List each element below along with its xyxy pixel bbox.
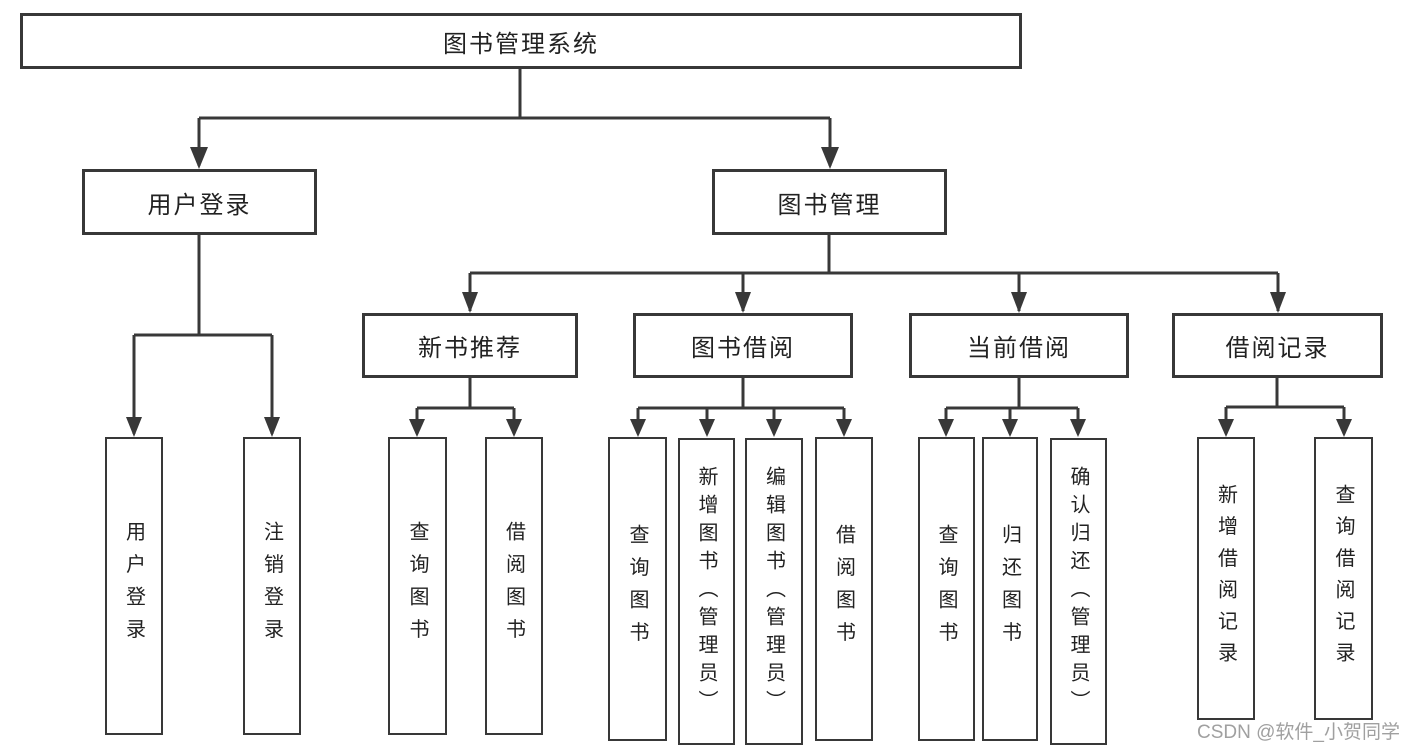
leaf-borrow-books: 借阅图书 xyxy=(815,437,873,741)
leaf-user-login: 用户登录 xyxy=(105,437,163,735)
leaf-return-book: 归还图书 xyxy=(982,437,1038,741)
leaf-query-books-newrec: 查询图书 xyxy=(388,437,447,735)
leaf-query-borrow-record-label: 查询借阅记录 xyxy=(1332,483,1354,674)
node-root-label: 图书管理系统 xyxy=(443,30,599,58)
leaf-confirm-return-admin: 确认归还（管理员） xyxy=(1050,438,1107,745)
leaf-query-books-newrec-label: 查询图书 xyxy=(406,521,428,651)
leaf-query-books-borrow: 查询图书 xyxy=(608,437,667,741)
leaf-query-books-current-label: 查询图书 xyxy=(935,524,957,654)
node-user-login: 用户登录 xyxy=(82,169,317,235)
node-user-login-label: 用户登录 xyxy=(147,191,252,219)
leaf-borrow-books-label: 借阅图书 xyxy=(832,524,855,654)
leaf-edit-book-admin: 编辑图书（管理员） xyxy=(745,438,803,745)
leaf-edit-book-admin-label: 编辑图书（管理员） xyxy=(762,465,785,718)
node-book-borrow-label: 图书借阅 xyxy=(691,335,795,362)
node-book-management-label: 图书管理 xyxy=(777,191,882,219)
node-root: 图书管理系统 xyxy=(20,13,1022,69)
node-borrow-records: 借阅记录 xyxy=(1172,313,1383,378)
node-new-book-recommend: 新书推荐 xyxy=(362,313,578,378)
node-borrow-records-label: 借阅记录 xyxy=(1225,335,1330,362)
leaf-add-borrow-record-label: 新增借阅记录 xyxy=(1214,483,1237,674)
csdn-watermark: CSDN @软件_小贺同学 xyxy=(1197,722,1400,743)
leaf-add-book-admin-label: 新增图书（管理员） xyxy=(695,465,717,718)
node-book-borrow: 图书借阅 xyxy=(633,313,853,378)
leaf-logout: 注销登录 xyxy=(243,437,301,735)
leaf-user-login-label: 用户登录 xyxy=(122,521,145,651)
leaf-add-borrow-record: 新增借阅记录 xyxy=(1197,437,1255,720)
leaf-query-books-current: 查询图书 xyxy=(918,437,975,741)
node-current-borrow: 当前借阅 xyxy=(909,313,1129,378)
leaf-return-book-label: 归还图书 xyxy=(998,524,1021,654)
node-current-borrow-label: 当前借阅 xyxy=(967,335,1071,362)
leaf-borrow-books-newrec: 借阅图书 xyxy=(485,437,543,735)
leaf-confirm-return-admin-label: 确认归还（管理员） xyxy=(1067,465,1089,718)
leaf-borrow-books-newrec-label: 借阅图书 xyxy=(502,521,525,651)
leaf-query-books-borrow-label: 查询图书 xyxy=(626,524,648,654)
leaf-query-borrow-record: 查询借阅记录 xyxy=(1314,437,1373,720)
node-new-book-recommend-label: 新书推荐 xyxy=(418,335,522,362)
node-book-management: 图书管理 xyxy=(712,169,947,235)
leaf-logout-label: 注销登录 xyxy=(260,521,283,651)
leaf-add-book-admin: 新增图书（管理员） xyxy=(678,438,735,745)
